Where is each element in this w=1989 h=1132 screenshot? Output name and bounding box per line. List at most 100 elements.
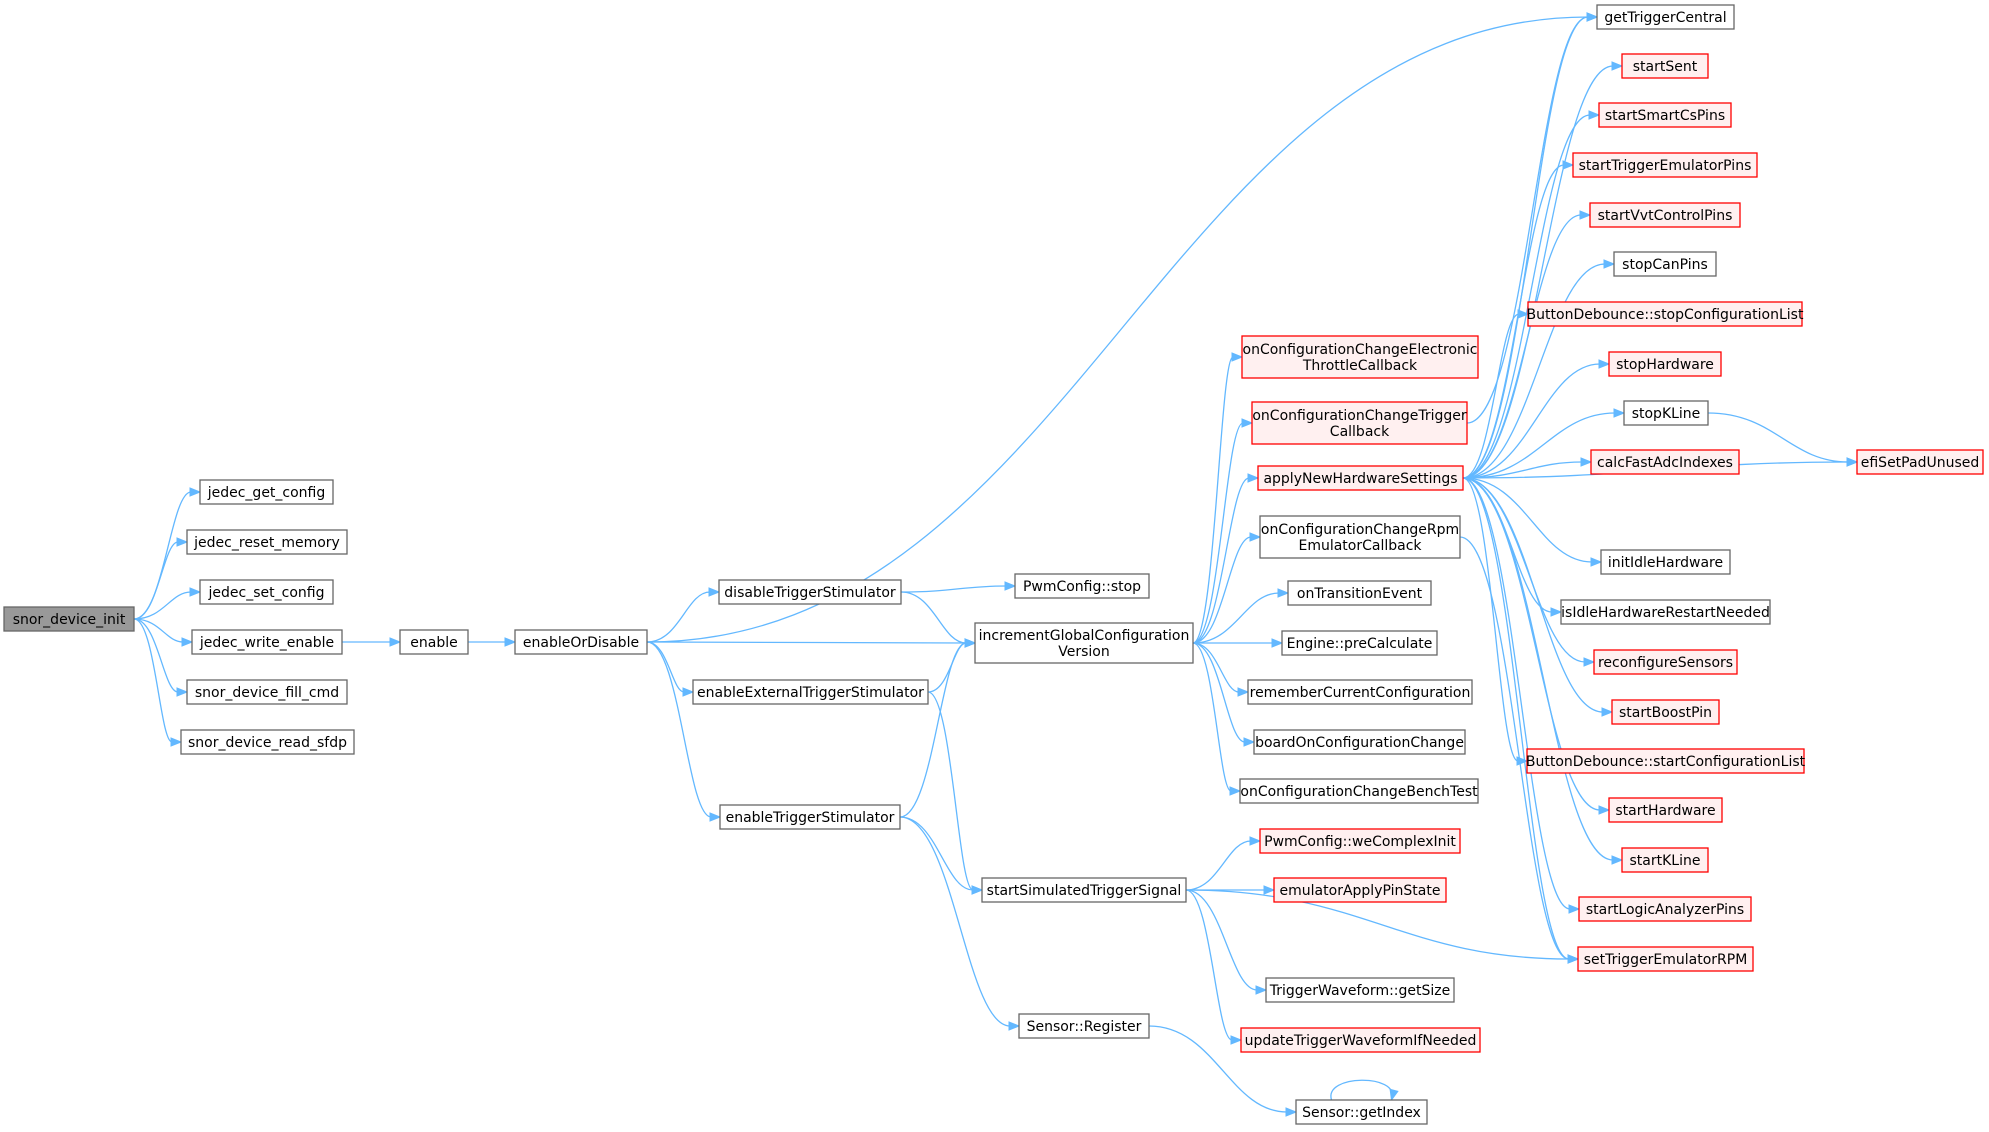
node-box[interactable] bbox=[1265, 977, 1455, 1003]
node-box[interactable] bbox=[1259, 515, 1461, 559]
node-snor_device_read_sfdp[interactable]: snor_device_read_sfdp bbox=[180, 729, 355, 755]
node-box[interactable] bbox=[514, 629, 648, 655]
node-box[interactable] bbox=[1295, 1099, 1428, 1125]
node-box[interactable] bbox=[719, 804, 901, 830]
node-box[interactable] bbox=[399, 629, 469, 655]
node-box[interactable] bbox=[1593, 649, 1738, 675]
node-box[interactable] bbox=[1247, 679, 1473, 705]
node-box[interactable] bbox=[1251, 401, 1468, 445]
node-box[interactable] bbox=[1589, 202, 1741, 228]
node-box[interactable] bbox=[191, 629, 343, 655]
node-box[interactable] bbox=[1560, 599, 1771, 625]
node-startSmartCsPins[interactable]: startSmartCsPins bbox=[1598, 102, 1732, 128]
node-box[interactable] bbox=[1590, 449, 1740, 475]
node-startSent[interactable]: startSent bbox=[1621, 53, 1709, 79]
node-onConfigurationChangeBenchTest[interactable]: onConfigurationChangeBenchTest bbox=[1239, 778, 1479, 804]
node-applyNewHardwareSettings[interactable]: applyNewHardwareSettings bbox=[1257, 465, 1464, 491]
node-box[interactable] bbox=[718, 579, 902, 605]
node-Sensor_Register[interactable]: Sensor::Register bbox=[1018, 1013, 1150, 1039]
node-box[interactable] bbox=[974, 622, 1194, 664]
node-snor_device_fill_cmd[interactable]: snor_device_fill_cmd bbox=[186, 679, 348, 705]
node-onConfigurationChangeElectronicThrottleCallback[interactable]: onConfigurationChangeElectronicThrottleC… bbox=[1241, 335, 1479, 379]
node-stopKLine[interactable]: stopKLine bbox=[1623, 400, 1709, 426]
node-onTransitionEvent[interactable]: onTransitionEvent bbox=[1287, 580, 1432, 606]
node-box[interactable] bbox=[1600, 549, 1731, 575]
node-box[interactable] bbox=[692, 679, 929, 705]
node-box[interactable] bbox=[1287, 580, 1432, 606]
node-calcFastAdcIndexes[interactable]: calcFastAdcIndexes bbox=[1590, 449, 1740, 475]
node-PwmConfig_weComplexInit[interactable]: PwmConfig::weComplexInit bbox=[1259, 828, 1461, 854]
node-PwmConfig_stop[interactable]: PwmConfig::stop bbox=[1014, 573, 1150, 599]
node-box[interactable] bbox=[1608, 351, 1722, 377]
node-isIdleHardwareRestartNeeded[interactable]: isIdleHardwareRestartNeeded bbox=[1560, 599, 1771, 625]
node-box[interactable] bbox=[1253, 729, 1466, 755]
node-updateTriggerWaveformIfNeeded[interactable]: updateTriggerWaveformIfNeeded bbox=[1240, 1027, 1481, 1053]
node-box[interactable] bbox=[1611, 699, 1720, 725]
node-box[interactable] bbox=[1577, 946, 1754, 972]
node-box[interactable] bbox=[981, 877, 1187, 903]
node-efiSetPadUnused[interactable]: efiSetPadUnused bbox=[1856, 449, 1984, 475]
node-enableExternalTriggerStimulator[interactable]: enableExternalTriggerStimulator bbox=[692, 679, 929, 705]
node-box[interactable] bbox=[1241, 335, 1479, 379]
node-enableTriggerStimulator[interactable]: enableTriggerStimulator bbox=[719, 804, 901, 830]
node-setTriggerEmulatorRPM[interactable]: setTriggerEmulatorRPM bbox=[1577, 946, 1754, 972]
node-Sensor_getIndex[interactable]: Sensor::getIndex bbox=[1295, 1099, 1428, 1125]
node-box[interactable] bbox=[1526, 748, 1805, 774]
node-rememberCurrentConfiguration[interactable]: rememberCurrentConfiguration bbox=[1247, 679, 1473, 705]
node-getTriggerCentral[interactable]: getTriggerCentral bbox=[1596, 4, 1735, 30]
node-box[interactable] bbox=[180, 729, 355, 755]
node-stopCanPins[interactable]: stopCanPins bbox=[1613, 251, 1717, 277]
node-ButtonDebounce_startConfigurationList[interactable]: ButtonDebounce::startConfigurationList bbox=[1526, 748, 1806, 774]
node-reconfigureSensors[interactable]: reconfigureSensors bbox=[1593, 649, 1738, 675]
node-jedec_reset_memory[interactable]: jedec_reset_memory bbox=[186, 529, 348, 555]
node-jedec_write_enable[interactable]: jedec_write_enable bbox=[191, 629, 343, 655]
node-box[interactable] bbox=[1613, 251, 1717, 277]
node-box[interactable] bbox=[1281, 630, 1438, 656]
node-box[interactable] bbox=[1623, 400, 1709, 426]
node-startTriggerEmulatorPins[interactable]: startTriggerEmulatorPins bbox=[1572, 152, 1758, 178]
node-Engine_preCalculate[interactable]: Engine::preCalculate bbox=[1281, 630, 1438, 656]
node-TriggerWaveform_getSize[interactable]: TriggerWaveform::getSize bbox=[1265, 977, 1455, 1003]
node-box[interactable] bbox=[1240, 1027, 1481, 1053]
node-box[interactable] bbox=[199, 479, 334, 505]
node-box[interactable] bbox=[1273, 877, 1447, 903]
node-boardOnConfigurationChange[interactable]: boardOnConfigurationChange bbox=[1253, 729, 1466, 755]
node-startLogicAnalyzerPins[interactable]: startLogicAnalyzerPins bbox=[1578, 896, 1752, 922]
node-box[interactable] bbox=[1239, 778, 1479, 804]
node-snor_device_init[interactable]: snor_device_init bbox=[3, 606, 135, 632]
node-initIdleHardware[interactable]: initIdleHardware bbox=[1600, 549, 1731, 575]
node-startBoostPin[interactable]: startBoostPin bbox=[1611, 699, 1720, 725]
node-startKLine[interactable]: startKLine bbox=[1621, 847, 1709, 873]
node-box[interactable] bbox=[1596, 4, 1735, 30]
node-box[interactable] bbox=[1018, 1013, 1150, 1039]
node-box[interactable] bbox=[1257, 465, 1464, 491]
node-box[interactable] bbox=[1621, 53, 1709, 79]
node-emulatorApplyPinState[interactable]: emulatorApplyPinState bbox=[1273, 877, 1447, 903]
node-box[interactable] bbox=[1259, 828, 1461, 854]
node-box[interactable] bbox=[1856, 449, 1984, 475]
node-disableTriggerStimulator[interactable]: disableTriggerStimulator bbox=[718, 579, 902, 605]
node-startSimulatedTriggerSignal[interactable]: startSimulatedTriggerSignal bbox=[981, 877, 1187, 903]
node-stopHardware[interactable]: stopHardware bbox=[1608, 351, 1722, 377]
node-box[interactable] bbox=[1621, 847, 1709, 873]
node-box[interactable] bbox=[1578, 896, 1752, 922]
node-box[interactable] bbox=[1608, 797, 1723, 823]
node-box[interactable] bbox=[186, 679, 348, 705]
node-enableOrDisable[interactable]: enableOrDisable bbox=[514, 629, 648, 655]
node-enable[interactable]: enable bbox=[399, 629, 469, 655]
node-jedec_set_config[interactable]: jedec_set_config bbox=[199, 579, 334, 605]
node-ButtonDebounce_stopConfigurationList[interactable]: ButtonDebounce::stopConfigurationList bbox=[1527, 301, 1804, 327]
node-jedec_get_config[interactable]: jedec_get_config bbox=[199, 479, 334, 505]
node-box[interactable] bbox=[3, 606, 135, 632]
node-box[interactable] bbox=[1572, 152, 1758, 178]
node-box[interactable] bbox=[1014, 573, 1150, 599]
node-startHardware[interactable]: startHardware bbox=[1608, 797, 1723, 823]
node-box[interactable] bbox=[199, 579, 334, 605]
node-box[interactable] bbox=[1598, 102, 1732, 128]
node-startVvtControlPins[interactable]: startVvtControlPins bbox=[1589, 202, 1741, 228]
node-box[interactable] bbox=[1527, 301, 1803, 327]
node-box[interactable] bbox=[186, 529, 348, 555]
